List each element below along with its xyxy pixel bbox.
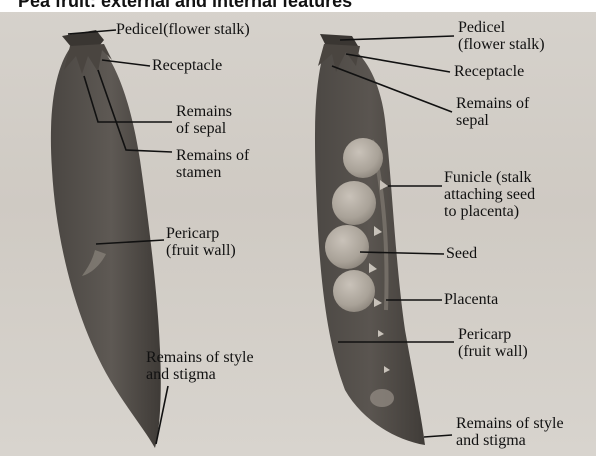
label-left-pedicel: Pedicel(flower stalk) (116, 22, 250, 38)
label-left-stamen-line2: stamen (176, 165, 221, 181)
label-right-funicle-line2: attaching seed (444, 187, 535, 203)
label-left-pericarp-line1: Pericarp (166, 226, 219, 242)
label-right-funicle-line1: Funicle (stalk (444, 170, 532, 186)
label-left-sepal-line2: of sepal (176, 121, 226, 137)
label-right-pedicel-line1: Pedicel (458, 20, 505, 36)
label-left-pericarp-line2: (fruit wall) (166, 243, 236, 259)
label-right-sepal-line1: Remains of (456, 96, 529, 112)
label-left-style-line1: Remains of style (146, 350, 254, 366)
aborted-ovule-3 (370, 389, 394, 407)
seed-3 (325, 225, 369, 269)
label-left-style-line2: and stigma (146, 367, 216, 383)
label-right-funicle-line3: to placenta) (444, 204, 519, 220)
leader-right-style (424, 435, 452, 437)
label-left-stamen-line1: Remains of (176, 148, 249, 164)
label-right-style-line1: Remains of style (456, 416, 564, 432)
seed-4 (333, 270, 375, 312)
label-right-pedicel-line2: (flower stalk) (458, 37, 545, 53)
label-left-receptacle: Receptacle (152, 58, 222, 74)
label-right-pericarp-line2: (fruit wall) (458, 344, 528, 360)
seed-2 (332, 181, 376, 225)
seed-1 (343, 138, 383, 178)
label-right-style-line2: and stigma (456, 433, 526, 449)
label-right-placenta: Placenta (444, 292, 498, 308)
label-right-receptacle: Receptacle (454, 64, 524, 80)
label-right-sepal-line2: sepal (456, 113, 489, 129)
leader-right-pedicel (340, 36, 454, 40)
left-pod-body (51, 45, 161, 448)
label-right-pericarp-line1: Pericarp (458, 327, 511, 343)
label-left-sepal-line1: Remains (176, 104, 232, 120)
label-right-seed: Seed (446, 246, 477, 262)
